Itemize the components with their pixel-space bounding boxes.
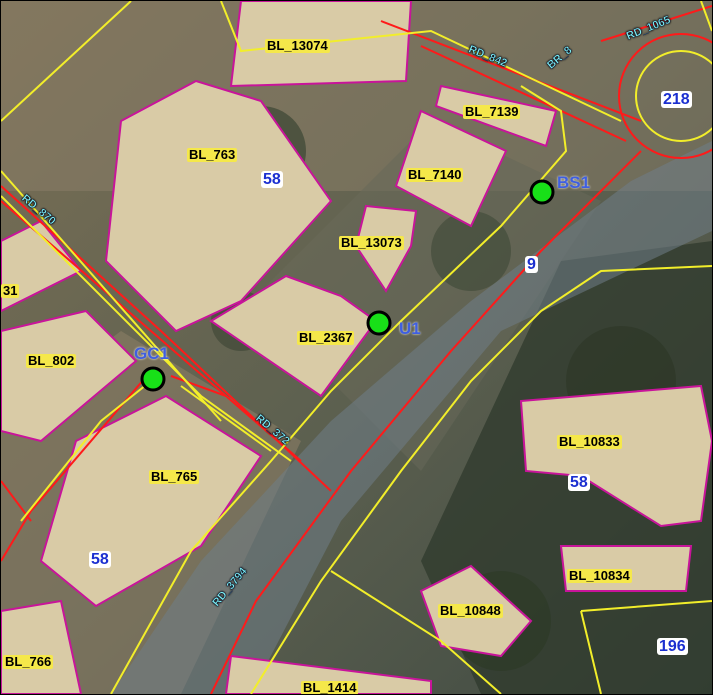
label-bl-2367: BL_2367 <box>297 330 355 345</box>
label-bl-765: BL_765 <box>149 469 200 484</box>
point-u1-marker[interactable] <box>366 310 392 336</box>
label-bl-10834: BL_10834 <box>567 568 632 583</box>
label-bl-802: BL_802 <box>26 353 77 368</box>
parcel-1414 <box>224 654 432 694</box>
parcel-802 <box>1 309 138 443</box>
boundary-rd870-b <box>1 195 292 462</box>
boundary-196-b <box>580 610 602 694</box>
label-number-196: 196 <box>657 638 688 655</box>
survey-points <box>140 179 555 392</box>
label-point-gc1: GC1 <box>134 344 169 363</box>
boundary-sidewalk-left <box>110 85 568 694</box>
point-gc1-marker[interactable] <box>140 366 166 392</box>
label-bl-766: BL_766 <box>3 654 54 669</box>
boundary-196 <box>580 600 712 612</box>
road-edge-rd842-a <box>380 20 642 122</box>
label-bl-1414: BL_1414 <box>301 680 359 695</box>
road-edge-gc1 <box>1 370 152 562</box>
label-point-bs1: BS1 <box>557 173 591 192</box>
road-edge-gc1-b <box>170 375 227 397</box>
boundary-edge <box>700 1 712 32</box>
label-bl-10833: BL_10833 <box>557 434 622 449</box>
roundabout <box>618 33 712 159</box>
point-bs1-marker[interactable] <box>529 179 555 205</box>
label-bl-7139: BL_7139 <box>463 104 521 119</box>
label-bl-10848: BL_10848 <box>438 603 503 618</box>
label-bl-13074: BL_13074 <box>265 38 330 53</box>
label-bl-edge: 31 <box>1 283 20 298</box>
label-number-58-top: 58 <box>261 171 283 188</box>
road-edge-rd870-b <box>1 200 302 462</box>
label-number-58-left: 58 <box>89 551 111 568</box>
boundary-bottom <box>330 570 502 694</box>
boundary-gc1-b <box>180 385 272 452</box>
road-edges <box>1 5 712 694</box>
parcel-10833 <box>519 384 712 528</box>
boundary-sidewalk-right <box>250 265 712 694</box>
road-edge-rd1065 <box>600 5 712 42</box>
label-bl-13073: BL_13073 <box>339 235 404 250</box>
road-edge-rd842-b <box>420 45 627 142</box>
parcel-766 <box>1 599 83 694</box>
boundary-top <box>220 1 622 122</box>
boundary-topleft <box>1 1 132 122</box>
label-point-u1: U1 <box>399 319 421 338</box>
label-bl-763: BL_763 <box>187 147 238 162</box>
label-number-218: 218 <box>661 91 692 108</box>
label-bl-7140: BL_7140 <box>406 167 464 182</box>
parcel-763 <box>104 79 333 333</box>
label-number-9: 9 <box>525 256 538 273</box>
boundary-gc1-a <box>20 380 152 522</box>
parcel-2367 <box>209 274 378 398</box>
label-number-58-right: 58 <box>568 474 590 491</box>
main-road-surface <box>111 141 712 694</box>
road-edge-main <box>210 150 642 694</box>
